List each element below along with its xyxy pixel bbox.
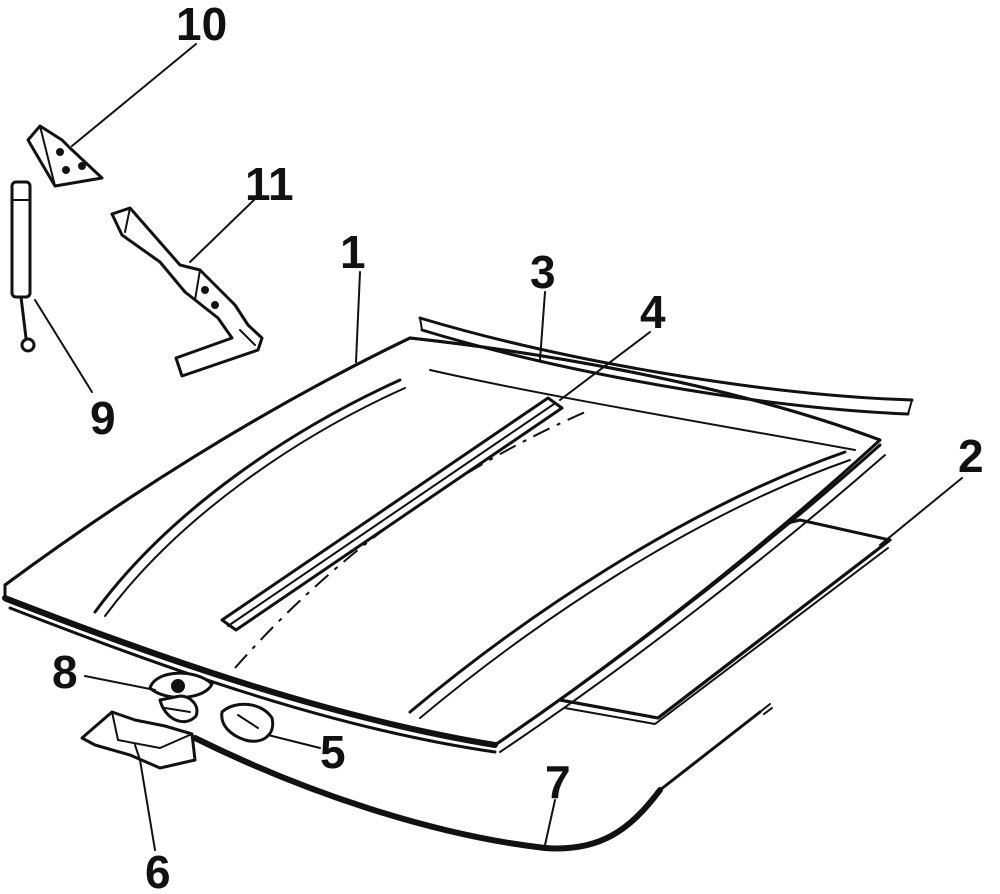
callout-numbers: 1 2 3 4 5 6 7 8 9 10 11 [52, 0, 984, 894]
part-hood-hinge [110, 206, 264, 378]
callout-7: 7 [545, 756, 571, 808]
part-hinge-bracket [26, 124, 104, 188]
leader-3 [539, 291, 546, 361]
leader-10 [71, 43, 197, 147]
callout-3: 3 [530, 246, 556, 298]
part-center-molding [220, 396, 564, 632]
callout-4: 4 [640, 286, 666, 338]
leader-5 [267, 734, 321, 749]
leader-7 [544, 799, 556, 846]
leader-2 [879, 477, 963, 546]
callout-5: 5 [320, 726, 346, 778]
leader-11 [189, 197, 257, 263]
part-support-strut [10, 180, 36, 353]
callout-2: 2 [958, 430, 984, 482]
part-hood-latch [148, 671, 214, 723]
leader-4 [559, 331, 651, 401]
callout-11: 11 [245, 158, 294, 210]
leader-9 [34, 299, 93, 393]
leader-1 [355, 271, 361, 363]
callout-6: 6 [145, 846, 171, 894]
leader-6 [139, 759, 156, 851]
callout-9: 9 [90, 392, 116, 444]
callout-10: 10 [176, 0, 227, 50]
part-release-cable [192, 703, 773, 852]
leader-8 [84, 675, 156, 691]
part-hood-panel [2, 336, 886, 754]
callout-1: 1 [340, 226, 366, 278]
part-rear-seal [418, 316, 914, 416]
callout-8: 8 [52, 646, 78, 698]
leader-lines [34, 43, 963, 851]
part-latch-bracket [80, 710, 197, 770]
part-hood-bumper [220, 702, 275, 743]
